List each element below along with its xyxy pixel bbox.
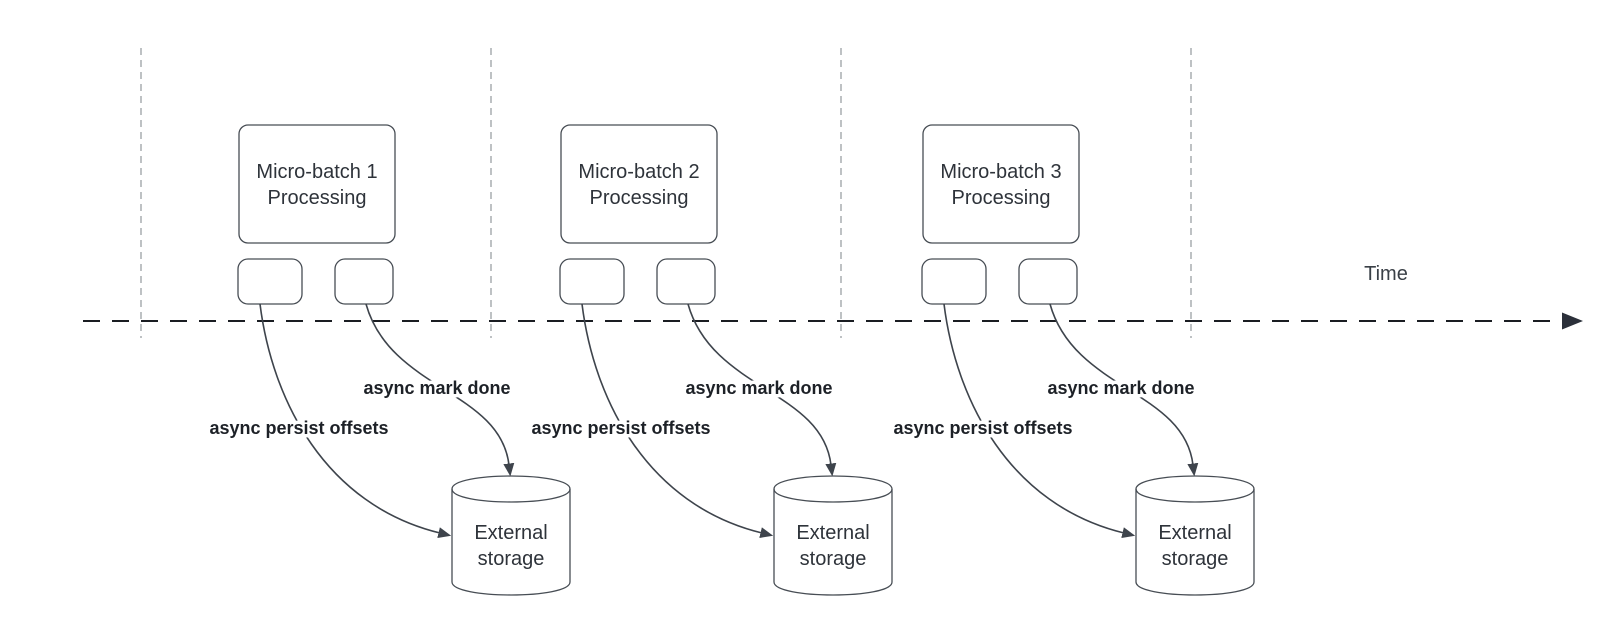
mark-done-arrow: [687, 303, 837, 477]
external-storage-cylinder-lip: [773, 488, 893, 503]
micro-batch-label-line2: Processing: [590, 187, 689, 209]
persist-offsets-arrow: [259, 303, 452, 538]
mark-done-arrow: [1049, 303, 1199, 477]
micro-batch-box: [560, 124, 718, 244]
external-storage-label-line1: External: [474, 522, 547, 544]
micro-batch-label-line1: Micro-batch 2: [578, 161, 699, 183]
micro-batch-group-1: Micro-batch 1 Processing External storag…: [206, 124, 571, 596]
persist-offsets-box: [559, 258, 625, 305]
external-storage-label-line1: External: [1158, 522, 1231, 544]
micro-batch-group-3: Micro-batch 3 Processing External storag…: [890, 124, 1255, 596]
time-axis-label: Time: [1364, 263, 1408, 285]
micro-batch-label-line2: Processing: [952, 187, 1051, 209]
mark-done-box: [334, 258, 394, 305]
external-storage-label-line1: External: [796, 522, 869, 544]
time-axis-arrowhead: [1562, 312, 1583, 330]
persist-offsets-box: [237, 258, 303, 305]
persist-offsets-box: [921, 258, 987, 305]
mark-done-box: [1018, 258, 1078, 305]
external-storage-label-line2: storage: [478, 548, 545, 570]
mark-done-label: async mark done: [363, 378, 510, 398]
mark-done-arrow: [365, 303, 515, 477]
micro-batch-label-line2: Processing: [268, 187, 367, 209]
micro-batch-box: [922, 124, 1080, 244]
mark-done-label: async mark done: [1047, 378, 1194, 398]
external-storage-cylinder: [451, 475, 571, 596]
external-storage-label-line2: storage: [1162, 548, 1229, 570]
persist-offsets-label: async persist offsets: [531, 418, 710, 438]
persist-offsets-arrow: [943, 303, 1136, 538]
external-storage-cylinder: [1135, 475, 1255, 596]
external-storage-cylinder-lip: [451, 488, 571, 503]
mark-done-label: async mark done: [685, 378, 832, 398]
micro-batch-box: [238, 124, 396, 244]
micro-batch-group-2: Micro-batch 2 Processing External storag…: [528, 124, 893, 596]
persist-offsets-label: async persist offsets: [209, 418, 388, 438]
persist-offsets-label: async persist offsets: [893, 418, 1072, 438]
persist-offsets-arrow: [581, 303, 774, 538]
external-storage-cylinder-lip: [1135, 488, 1255, 503]
micro-batch-label-line1: Micro-batch 1: [256, 161, 377, 183]
mark-done-box: [656, 258, 716, 305]
external-storage-cylinder: [773, 475, 893, 596]
micro-batch-label-line1: Micro-batch 3: [940, 161, 1061, 183]
external-storage-label-line2: storage: [800, 548, 867, 570]
